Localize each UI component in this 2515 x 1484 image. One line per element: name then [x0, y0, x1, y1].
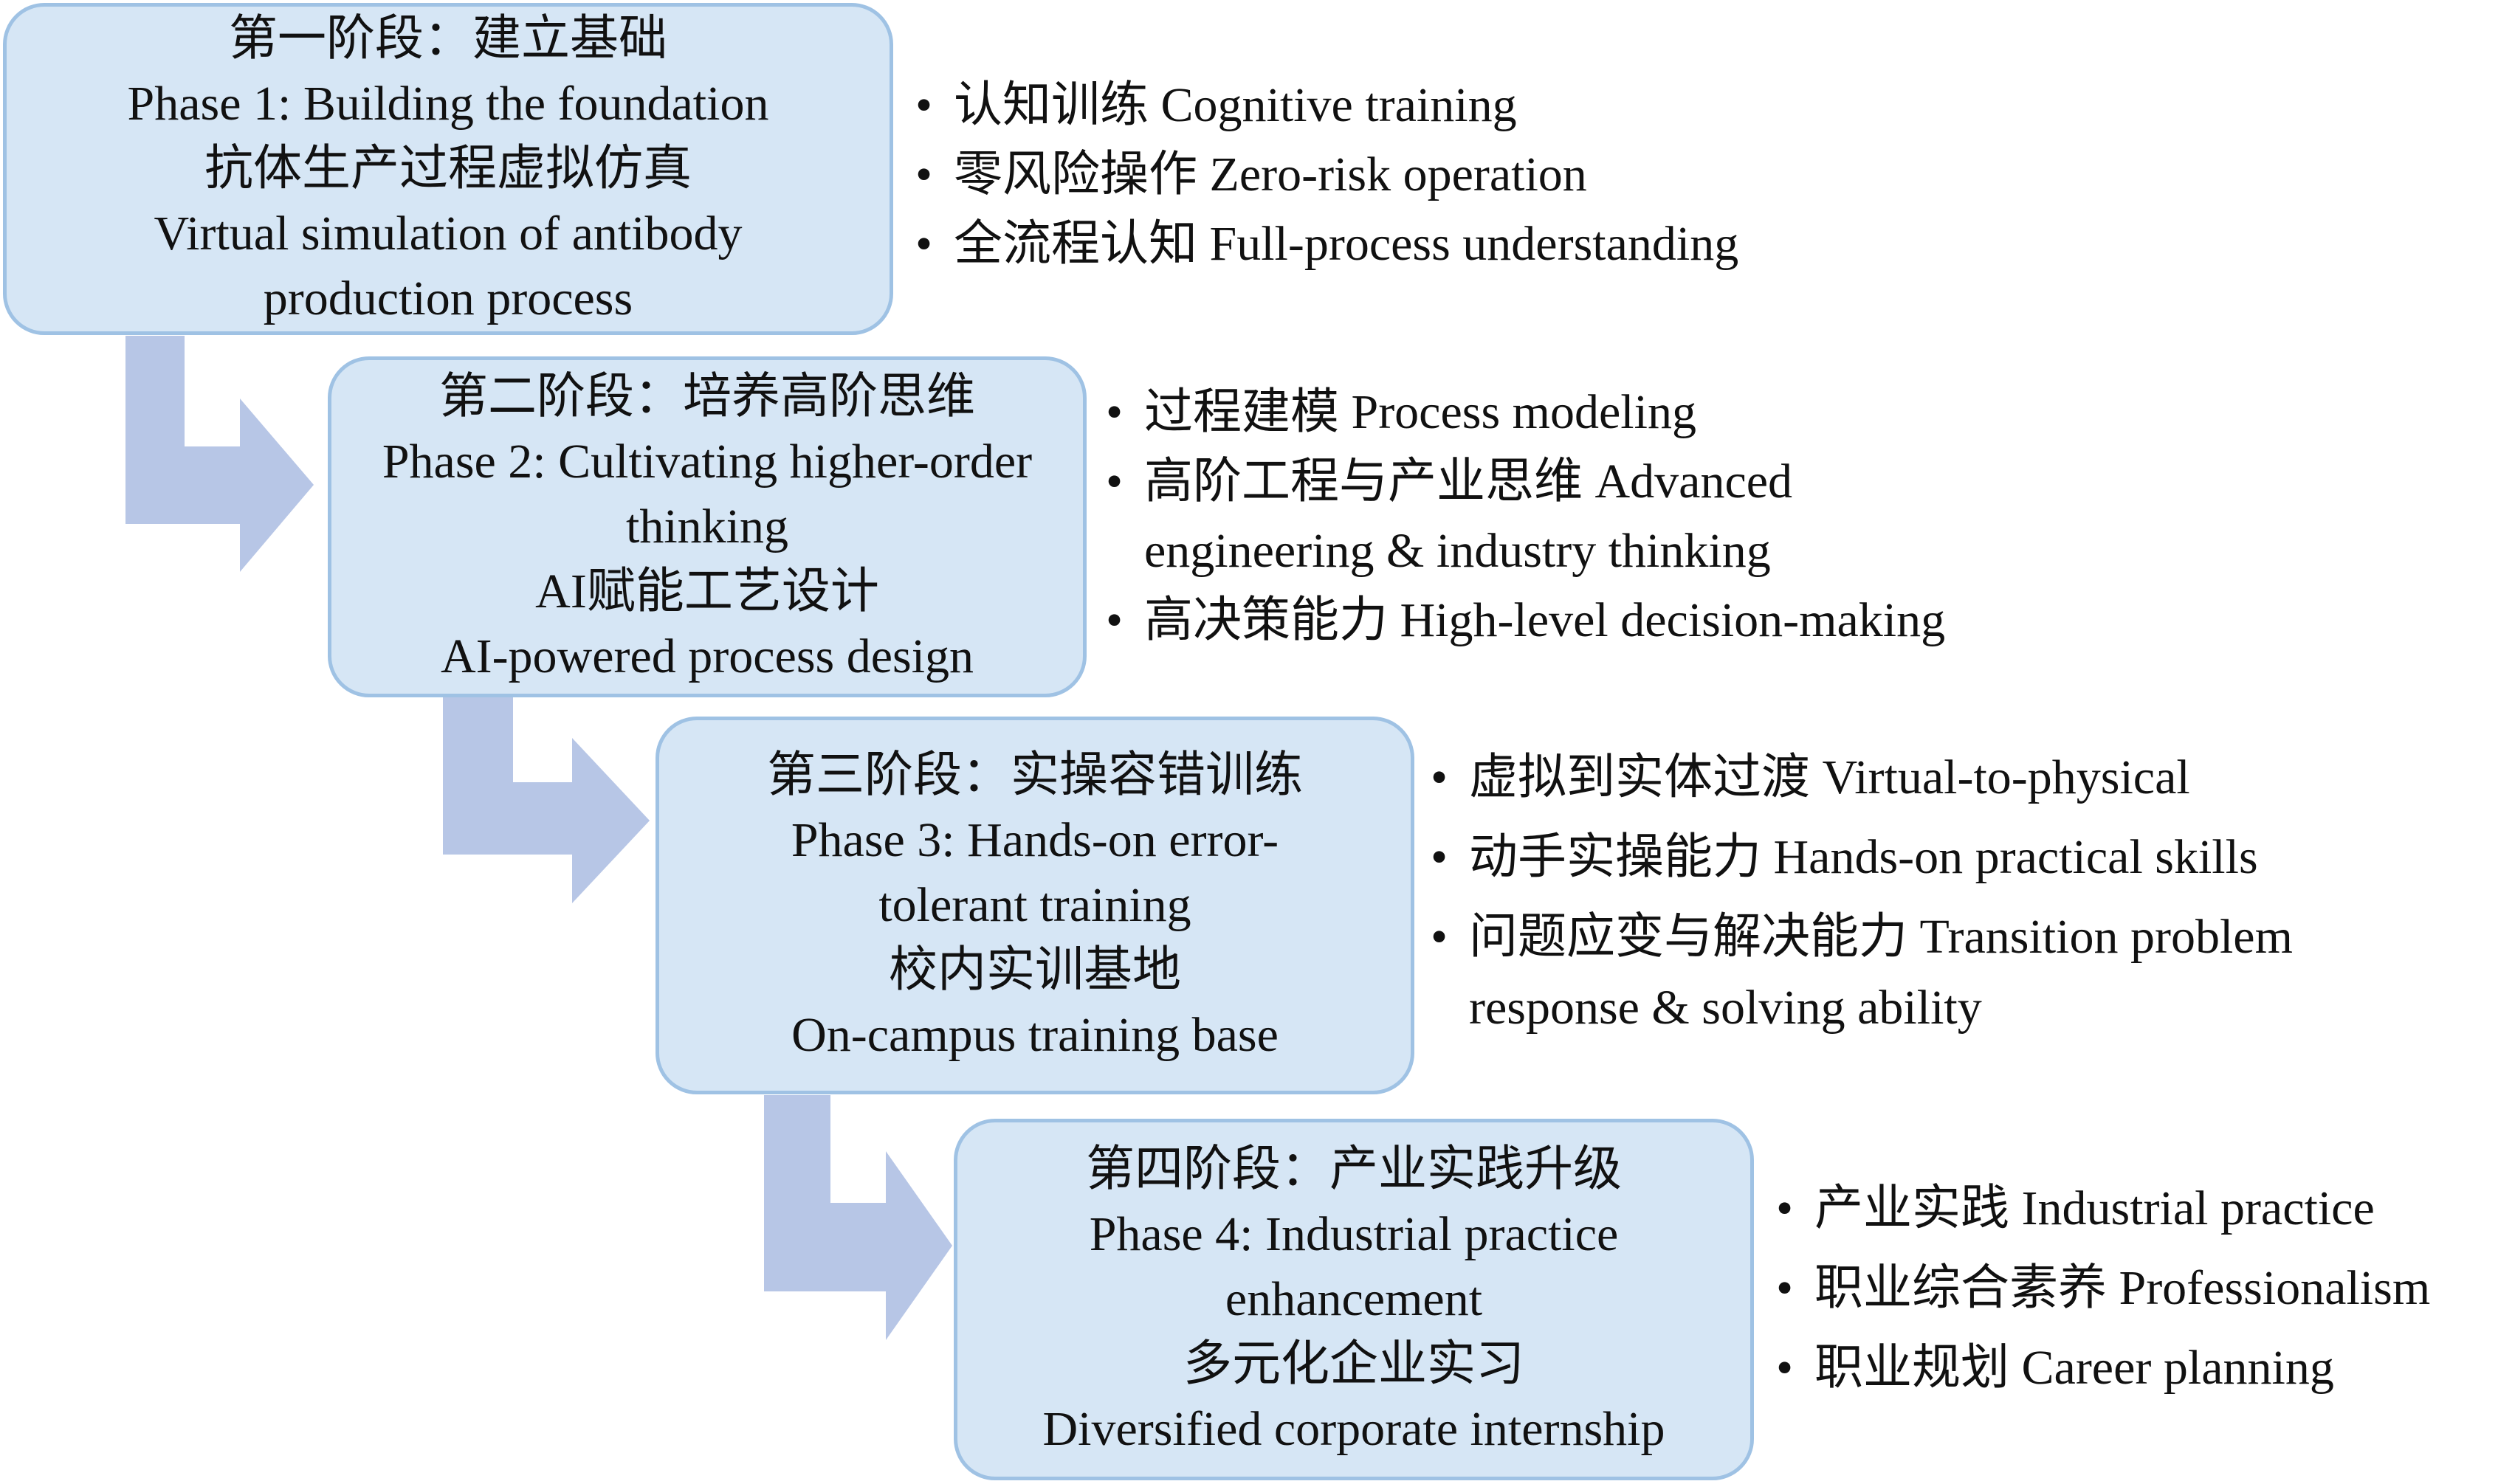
phase-1-title-zh: 第一阶段：建立基础	[229, 12, 667, 66]
phase-1-bullet: 认知训练 Cognitive training	[915, 71, 1875, 140]
phase-4-focus-zh: 多元化企业实习	[1183, 1337, 1524, 1391]
phase-4-title-zh: 第四阶段：产业实践升级	[1086, 1142, 1622, 1196]
phase-3-bullet: 动手实操能力 Hands-on practical skills	[1431, 822, 2508, 893]
phase-2-bullet: 高决策能力 High-level decision-making	[1106, 586, 2154, 655]
arrow-phase1-to-phase2	[125, 336, 314, 572]
phase-1-title-en: Phase 1: Building the foundation	[127, 77, 769, 131]
phase-2-title-en: Phase 2: Cultivating higher-order thinki…	[382, 435, 1033, 553]
phase-2-bullet: 高阶工程与产业思维 Advanced engineering & industr…	[1106, 447, 1927, 586]
phase-4-bullet: 职业规划 Career planning	[1776, 1333, 2507, 1404]
phase-3-focus-en: On-campus training base	[791, 1008, 1279, 1062]
phase-4-bullet: 职业综合素养 Professionalism	[1776, 1253, 2507, 1324]
phase-1-focus-en: Virtual simulation of antibody productio…	[154, 207, 743, 325]
phase-3-focus-zh: 校内实训基地	[889, 943, 1181, 997]
phase-1-bullet: 零风险操作 Zero-risk operation	[915, 140, 1875, 210]
phase-2-bullet: 过程建模 Process modeling	[1106, 378, 2154, 447]
phase-4-title-en: Phase 4: Industrial practice enhancement	[1089, 1207, 1619, 1326]
phase-4-focus-en: Diversified corporate internship	[1042, 1402, 1665, 1456]
phase-1-bullet-list: 认知训练 Cognitive training 零风险操作 Zero-risk …	[915, 71, 1875, 279]
phase-3-box: 第三阶段：实操容错训练 Phase 3: Hands-on error-tole…	[656, 717, 1414, 1094]
phase-2-box: 第二阶段：培养高阶思维 Phase 2: Cultivating higher-…	[328, 356, 1087, 697]
phase-3-bullet: 虚拟到实体过渡 Virtual-to-physical	[1431, 742, 2508, 813]
phase-1-focus-zh: 抗体生产过程虚拟仿真	[204, 142, 692, 196]
phase-3-bullet: 问题应变与解决能力 Transition problem response & …	[1431, 902, 2458, 1043]
phase-4-bullet-list: 产业实践 Industrial practice 职业综合素养 Professi…	[1776, 1173, 2507, 1404]
phase-2-title-zh: 第二阶段：培养高阶思维	[439, 370, 975, 424]
phase-1-box: 第一阶段：建立基础 Phase 1: Building the foundati…	[3, 3, 893, 335]
phase-4-bullet: 产业实践 Industrial practice	[1776, 1173, 2507, 1244]
phase-3-title-zh: 第三阶段：实操容错训练	[767, 748, 1303, 802]
arrow-phase3-to-phase4	[764, 1095, 952, 1340]
phase-2-focus-en: AI-powered process design	[440, 629, 974, 683]
phase-3-title-en: Phase 3: Hands-on error-tolerant trainin…	[791, 813, 1279, 932]
arrow-phase2-to-phase3	[443, 697, 650, 903]
phase-1-bullet: 全流程认知 Full-process understanding	[915, 210, 1875, 279]
phase-4-box: 第四阶段：产业实践升级 Phase 4: Industrial practice…	[954, 1119, 1754, 1480]
phase-2-bullet-list: 过程建模 Process modeling 高阶工程与产业思维 Advanced…	[1106, 378, 2154, 655]
phase-3-bullet-list: 虚拟到实体过渡 Virtual-to-physical 动手实操能力 Hands…	[1431, 742, 2508, 1043]
phase-2-focus-zh: AI赋能工艺设计	[535, 565, 879, 618]
